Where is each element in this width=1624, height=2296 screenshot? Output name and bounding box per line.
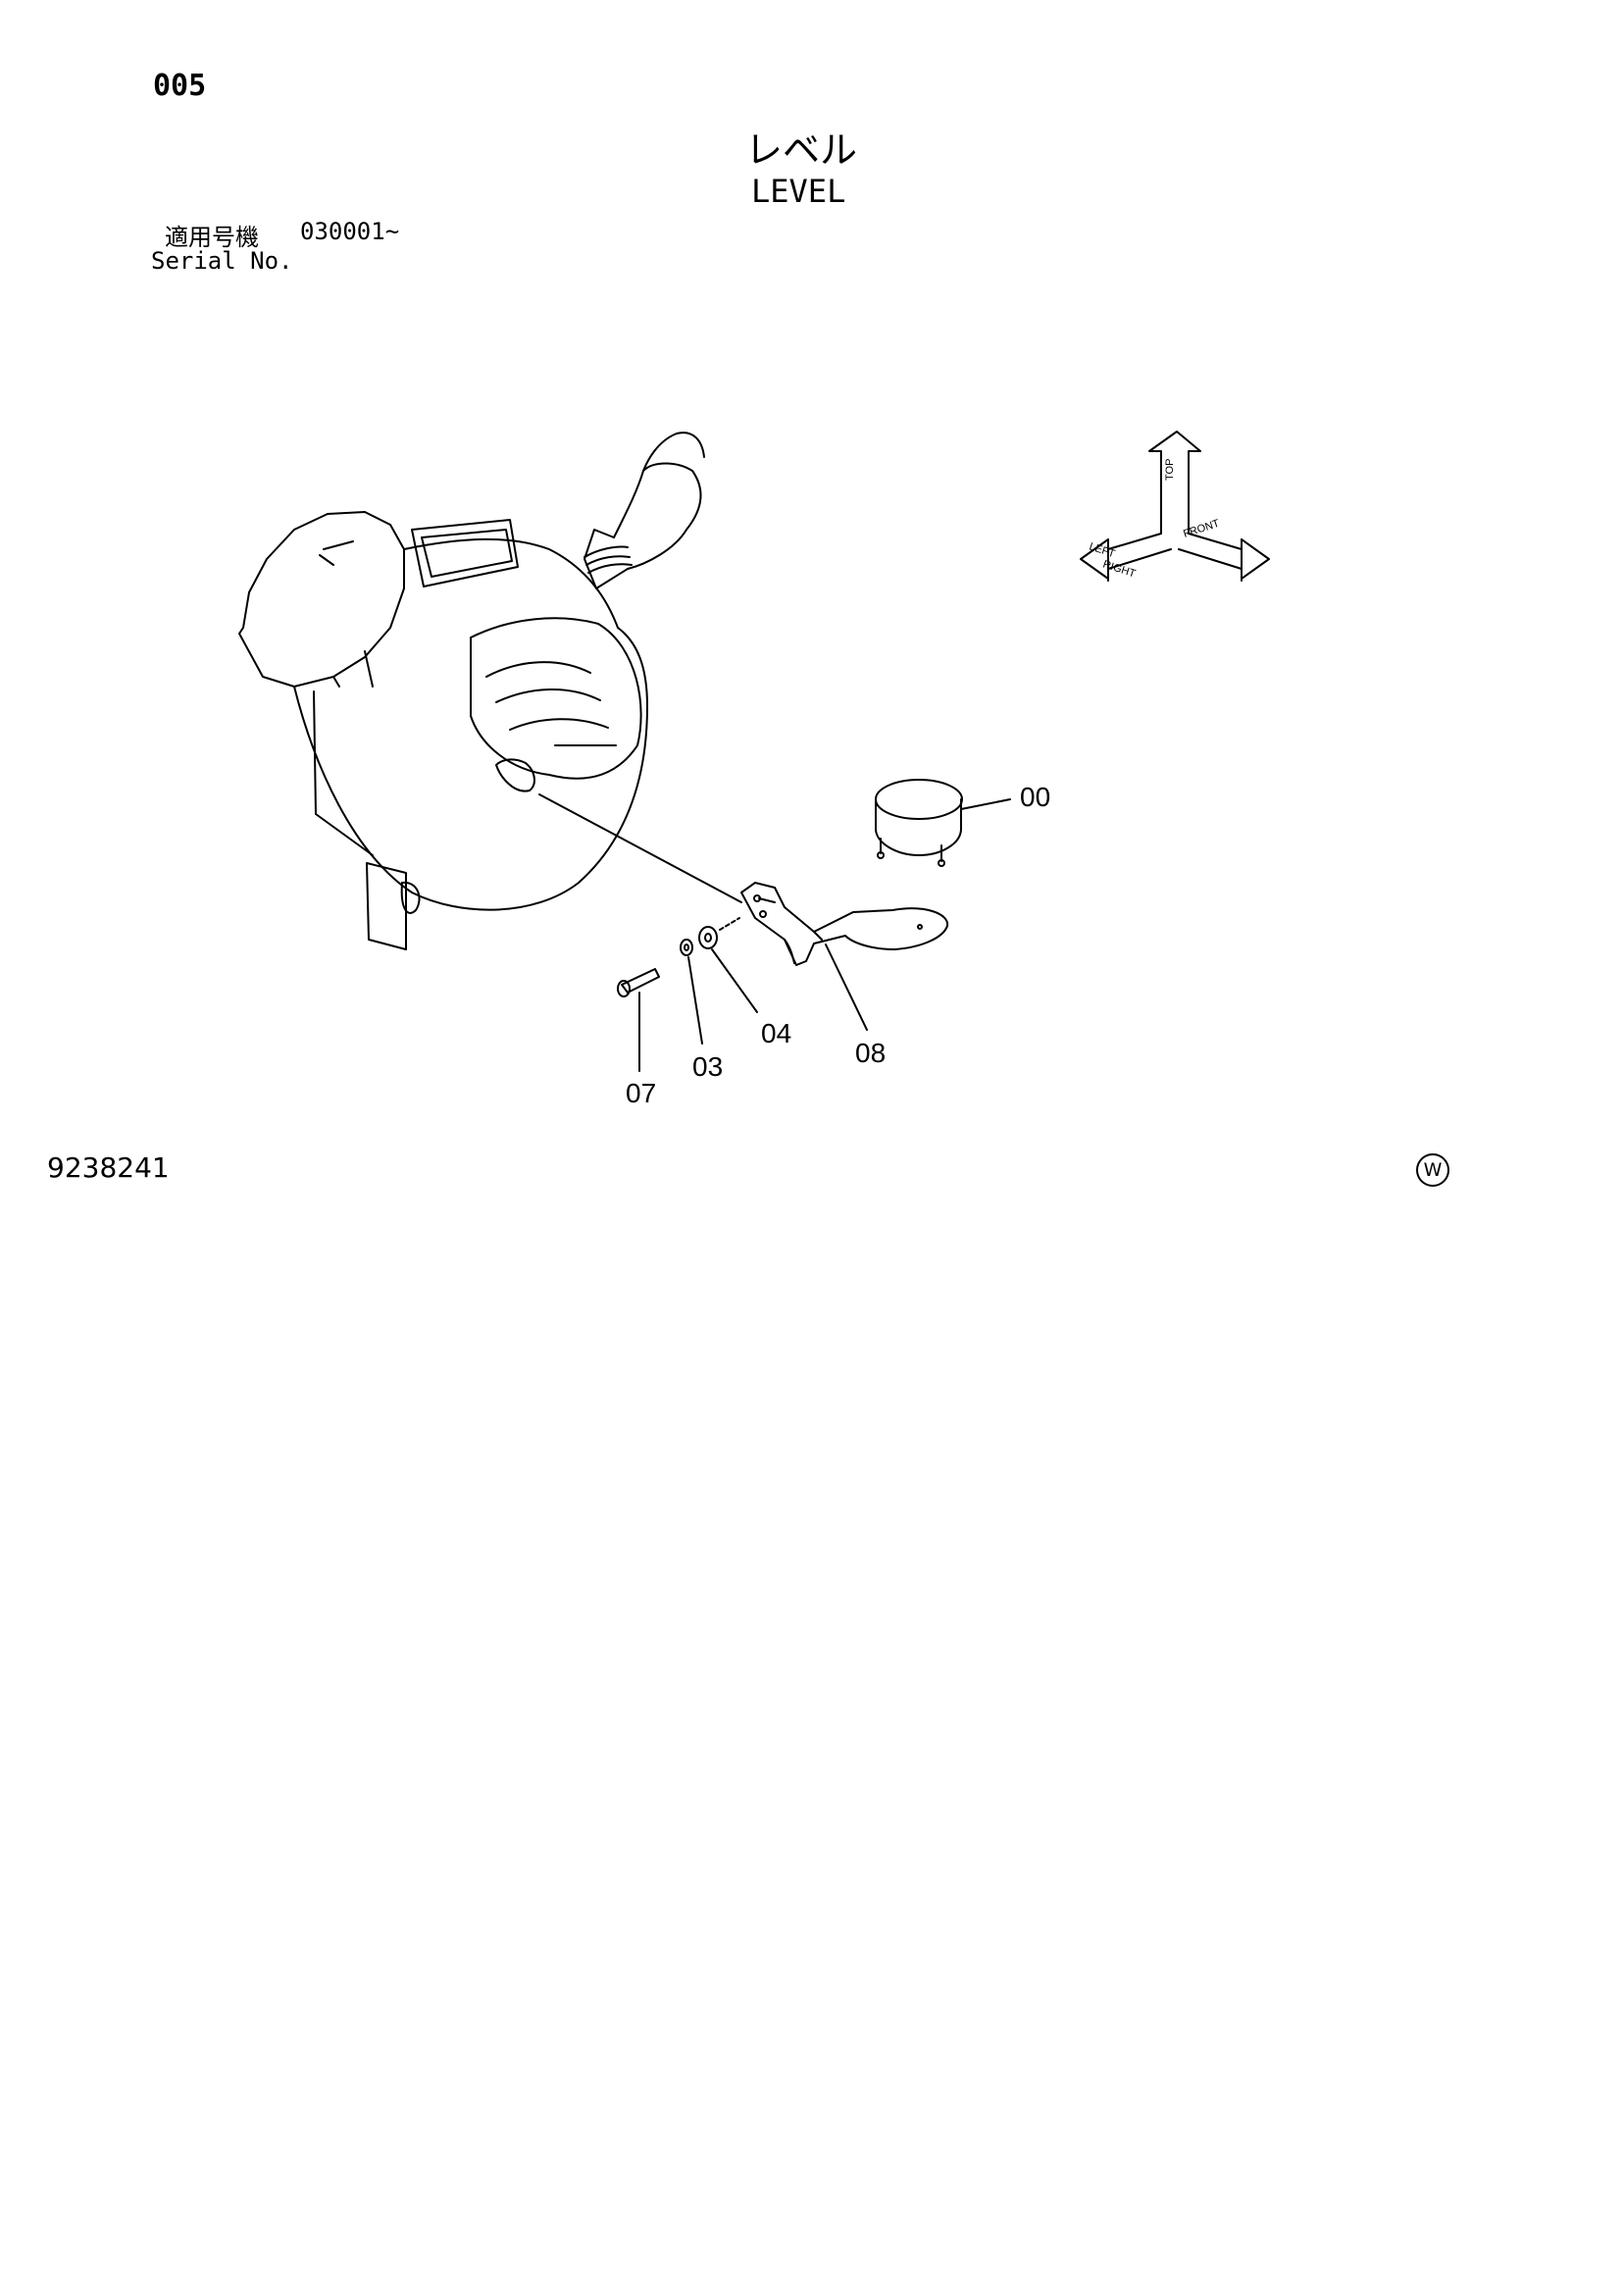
bracket-base	[366, 862, 421, 950]
orientation-label-top: TOP	[1164, 459, 1176, 481]
bolt	[617, 968, 660, 997]
title-japanese: レベル	[745, 128, 858, 172]
callout-00: 00	[1020, 782, 1050, 812]
level-bracket	[740, 882, 949, 966]
w-mark-icon: W	[1416, 1153, 1449, 1187]
callout-07: 07	[626, 1078, 656, 1108]
callout-08: 08	[855, 1038, 886, 1068]
title-english: LEVEL	[751, 173, 846, 210]
lever	[584, 432, 705, 589]
orientation-symbol	[1080, 431, 1270, 582]
callout-03: 03	[692, 1051, 723, 1082]
drawing-number: 9238241	[47, 1151, 170, 1184]
page-number: 005	[153, 69, 207, 103]
serial-number-value: 030001~	[300, 218, 400, 245]
orientation-label-left: LEFT	[1088, 540, 1117, 560]
serial-label-english: Serial No.	[151, 247, 293, 275]
callout-04: 04	[761, 1018, 791, 1048]
level-cylinder	[875, 779, 963, 867]
spring-washer	[680, 939, 693, 956]
console-housing	[238, 511, 648, 911]
serial-label-japanese: 適用号機	[165, 224, 259, 251]
flat-washer	[698, 926, 718, 949]
